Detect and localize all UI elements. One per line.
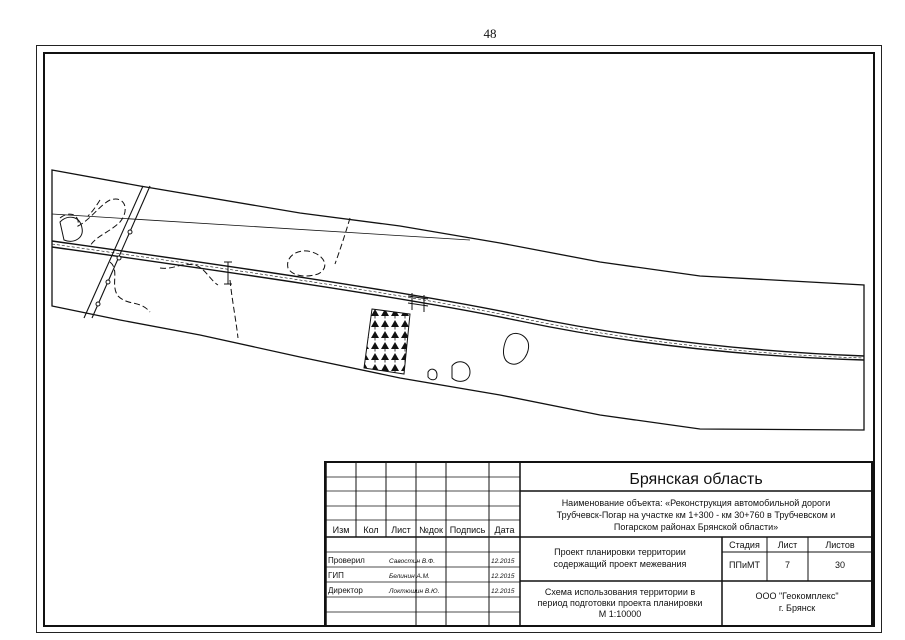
signer-name: Локтюшин В.Ю. bbox=[389, 588, 440, 595]
map-strip-boundary bbox=[51, 169, 865, 431]
stage-label: Стадия bbox=[729, 540, 760, 550]
boundary-line bbox=[51, 213, 471, 241]
sheet-label: Лист bbox=[777, 540, 798, 550]
title-block-grid bbox=[325, 463, 873, 627]
road bbox=[51, 240, 865, 361]
terrain-contours bbox=[59, 216, 530, 382]
signer-date: 12.2015 bbox=[491, 573, 515, 580]
sheets-label: Листов bbox=[825, 540, 855, 550]
signer-name: Савостин В.Ф. bbox=[389, 558, 436, 565]
col-list: Лист bbox=[391, 525, 411, 535]
company-city: г. Брянск bbox=[778, 603, 816, 613]
company: ООО "Геокомплекс" г. Брянск bbox=[722, 590, 872, 614]
signer-date: 12.2015 bbox=[491, 558, 515, 565]
signer-date: 12.2015 bbox=[491, 588, 515, 595]
section-mark bbox=[224, 261, 232, 285]
bridge-marker bbox=[407, 293, 429, 312]
region-title: Брянская область bbox=[629, 471, 763, 488]
col-kol: Кол bbox=[363, 525, 379, 535]
drawing-scale: М 1:10000 bbox=[598, 609, 642, 619]
project-line: Проект планировки территории bbox=[554, 547, 686, 557]
object-line: Наименование объекта: «Реконструкция авт… bbox=[561, 498, 831, 508]
object-line: Погарском районах Брянской области» bbox=[613, 522, 779, 532]
page-number: 48 bbox=[483, 26, 497, 41]
col-data: Дата bbox=[494, 525, 515, 535]
object-line: Трубчевск-Погар на участке км 1+300 - км… bbox=[556, 510, 836, 520]
land-boundaries bbox=[59, 198, 351, 339]
sheets-value: 30 bbox=[834, 560, 845, 570]
project-line: содержащий проект межевания bbox=[553, 559, 687, 569]
sheet-value: 7 bbox=[784, 560, 790, 570]
signer-role: Директор bbox=[328, 586, 363, 595]
drawing-title: Схема использования территории в период … bbox=[520, 587, 720, 620]
drawing-line: Схема использования территории в bbox=[544, 587, 696, 597]
stage-value: ППиМТ bbox=[729, 560, 760, 570]
signer-role: Проверил bbox=[328, 556, 365, 565]
company-name: ООО "Геокомплекс" bbox=[755, 591, 839, 601]
signer-name: Белинин А.М. bbox=[389, 573, 430, 580]
object-description: Наименование объекта: «Реконструкция авт… bbox=[520, 497, 872, 533]
drawing-line: период подготовки проекта планировки bbox=[537, 598, 703, 608]
signer-role: ГИП bbox=[328, 571, 344, 580]
title-block bbox=[324, 461, 873, 627]
col-podpis: Подпись bbox=[449, 525, 486, 535]
project-description: Проект планировки территории содержащий … bbox=[520, 546, 720, 570]
outer-frame bbox=[36, 45, 882, 633]
col-ndok: №док bbox=[419, 525, 443, 535]
crossing-road bbox=[83, 185, 151, 319]
forest-area bbox=[363, 308, 411, 375]
col-izm: Изм bbox=[332, 525, 350, 535]
